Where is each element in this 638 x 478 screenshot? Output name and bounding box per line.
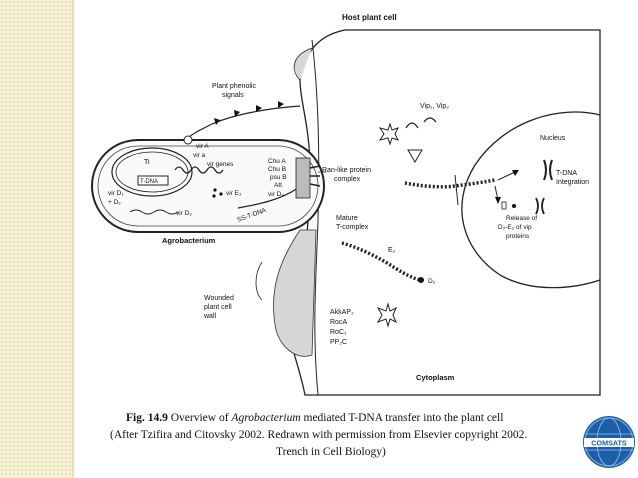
vip-protein-shape [405,122,419,129]
nucleus-envelope [461,111,601,289]
channel-complex [295,157,311,199]
signal-arrowhead [214,118,220,125]
phenolic-label: Plant phenolic [212,83,256,90]
vir-e2-dot [213,188,217,192]
pp2c-label: PP₂C [330,339,347,346]
ti-label: Ti [144,159,150,166]
vir-e2-dot [212,194,216,198]
sidebar-edge [72,0,74,478]
d2-label: D₂ [428,278,436,285]
mature-label-1: Mature [336,215,358,222]
nuclear-import-chain [404,178,496,189]
logo-text: COMSATS [591,439,627,448]
chromosome [543,159,553,181]
comsats-logo: COMSATS [583,416,635,468]
vir-d2-label: vir D₂ [176,210,192,217]
chu-b-label: Chu B [268,166,286,173]
released-protein [512,204,516,208]
chu-a-label: Chu A [268,158,286,165]
vir-d1-label: vir D₁ [108,190,124,197]
vir-genes-label: vir genes [207,161,234,168]
vip-protein-shape [376,302,397,328]
roca-label: RocA [330,319,347,326]
pore-line [309,165,321,169]
phenolic-signal-path [187,105,301,139]
roc1-label: RoC₁ [330,329,347,336]
vir-a-small-label: vir a [193,152,206,159]
wounded-label-1: Wounded [204,295,234,302]
psu-b-label: psu B [270,174,287,181]
vip-protein-shape [378,122,399,146]
ss-t-dna-strand [237,187,299,209]
wounded-wall-region [273,229,317,357]
plus-d2-label: + D₂ [108,199,121,206]
wounded-label-2: plant cell [204,304,232,311]
agrobacterium-label: Agrobacterium [162,236,216,245]
tdna-integration-label-1: T-DNA [556,170,577,177]
wounded-label-3: wall [203,313,217,320]
figure-number: Fig. 14.9 [126,412,168,424]
import-arrowhead [512,170,519,176]
nuclear-envelope-tick [454,174,459,206]
vip-label: Vip₁, Vip₂ [420,103,449,110]
t-dna-label: T-DNA [140,179,158,185]
signal-arrowhead [278,101,284,108]
caption-line-1-pre: Overview of [170,412,229,424]
release-label-3: proteins [506,233,530,240]
vir-a-receptor [183,135,193,145]
vip-protein-shape [423,117,437,123]
t-complex-chain [341,241,421,282]
tdna-integration-label-2: Integration [556,179,589,186]
ran-like-label-2: complex [334,176,361,183]
caption-line-1-italic: Agrobacterium [231,412,301,424]
cell-wall-inner [311,39,320,396]
signal-arrowhead [234,110,240,117]
nuclear-pore-symbol [407,149,423,163]
caption-line-1: Fig. 14.9 Overview of Agrobacterium medi… [126,410,590,427]
pore-line [309,183,321,187]
vir-gene-coil [174,166,224,174]
nucleus-label: Nucleus [540,135,566,142]
wounded-leader [255,261,263,301]
caption-line-3: Trench in Cell Biology) [276,446,386,458]
release-label-1: Release of [506,215,537,222]
d2-cap [418,277,424,283]
import-arrow-shaft [497,171,516,181]
released-protein [501,201,507,210]
caption-line-1-post: mediated T-DNA transfer into the plant c… [303,412,504,424]
vir-d4-label: vir D₄ [268,191,284,198]
release-arrowhead [495,197,501,204]
vir-e2-dot [219,192,223,196]
chromosome [535,197,545,215]
cell-wall-bulge-top [293,47,313,81]
ran-like-label-1: Ran-like protein [322,167,371,174]
e2-label: E₂ [388,247,396,254]
agrobacterium-body [91,139,325,233]
figure-caption: Fig. 14.9 Overview of Agrobacterium medi… [110,410,590,461]
host-cell-label: Host plant cell [342,13,397,22]
att-label: Att [274,182,282,189]
vir-d2-squiggle [129,209,179,215]
cytoplasm-label: Cytoplasm [416,373,455,382]
decorative-sidebar [0,0,72,478]
signal-arrowhead [256,105,262,112]
release-label-2: D₂-E₂ of vip [498,224,532,231]
signals-label: signals [222,92,244,99]
akkap-label: AkkAP₂ [330,309,354,316]
ti-plasmid-inner [115,151,189,193]
vir-e2-label: vir E₂ [226,190,242,197]
caption-line-2: (After Tzifira and Citovsky 2002. Redraw… [110,429,528,441]
vir-a-label: vir A [196,143,209,150]
mature-label-2: T-complex [336,224,369,231]
ti-plasmid [111,147,193,197]
t-dna-segment [137,175,169,186]
